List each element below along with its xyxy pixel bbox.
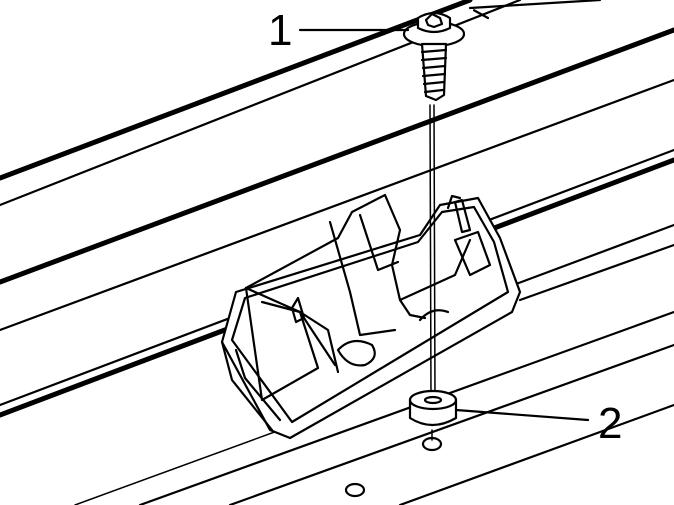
mounting-hole-icon (421, 429, 443, 452)
callout-2: 2 (454, 399, 622, 448)
screw-icon (402, 11, 466, 102)
callout-1: 1 (268, 6, 410, 55)
callout-2-label: 2 (598, 399, 622, 448)
latch-housing (220, 193, 522, 440)
callout-1-label: 1 (268, 6, 292, 55)
spacer-icon (408, 389, 458, 427)
assembly-guide-line (429, 104, 436, 399)
